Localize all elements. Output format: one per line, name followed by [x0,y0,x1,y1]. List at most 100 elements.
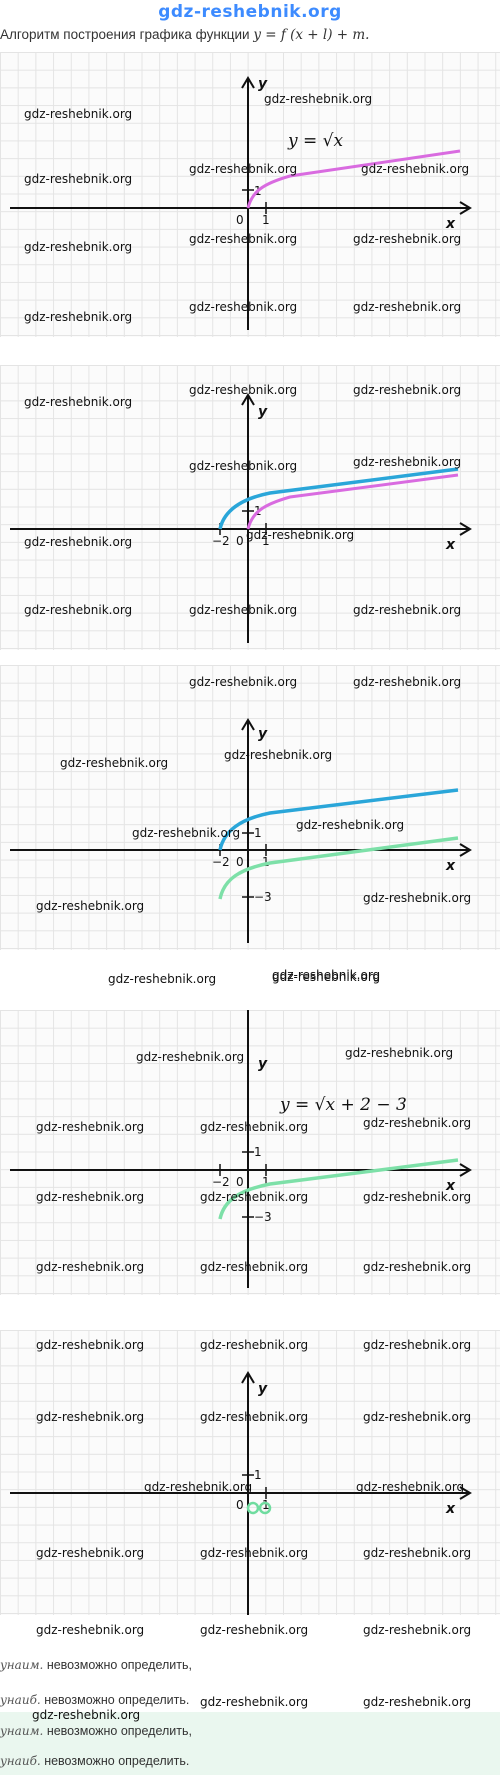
watermark: gdz-reshebnik.org [24,535,133,549]
watermark: gdz-reshebnik.org [200,1410,309,1424]
curve-sqrt [246,473,459,530]
answer-text: невозможно определить, [46,1724,192,1738]
formula-sqrt: y = √x [287,131,343,151]
watermark: gdz-reshebnik.org [189,232,298,246]
watermark: gdz-reshebnik.org [36,1190,145,1204]
watermark: gdz-reshebnik.org [36,1260,145,1274]
x-one-label: 1 [262,1175,270,1189]
watermark: gdz-reshebnik.org [264,92,373,106]
x-axis-arrow [459,522,472,536]
watermark: gdz-reshebnik.org [132,826,241,840]
x-axis-label: x [445,537,456,553]
watermark: gdz-reshebnik.org [36,1546,145,1560]
y-axis-label: y [258,404,268,420]
graph-2-svg: x y 0 1 −2 1 [10,393,472,643]
y-axis-arrow [241,1371,255,1384]
x-one-label: 1 [262,1498,270,1512]
intro-line: Алгоритм построения графика функции y = … [0,27,500,43]
x-axis-label: x [445,858,456,874]
watermark: gdz-reshebnik.org [24,107,133,121]
answer-var: yнаим. [0,1724,44,1738]
watermark: gdz-reshebnik.org [200,1623,309,1637]
watermark: gdz-reshebnik.org [272,968,381,982]
watermark: gdz-reshebnik.org [246,528,355,542]
watermark: gdz-reshebnik.org [60,756,169,770]
watermark: gdz-reshebnik.org [108,972,217,986]
watermark: gdz-reshebnik.org [363,1695,472,1709]
x-axis-arrow [459,1486,472,1500]
site-header[interactable]: gdz-reshebnik.org [0,0,500,24]
watermark: gdz-reshebnik.org [361,162,470,176]
watermark: gdz-reshebnik.org [24,603,133,617]
watermark: gdz-reshebnik.org [200,1546,309,1560]
x-minus-two-label: −2 [212,534,230,548]
watermark: gdz-reshebnik.org [353,675,462,689]
x-one-label: 1 [262,213,270,227]
origin-label: 0 [236,855,244,869]
x-axis-label: x [445,1178,456,1194]
y-axis-label: y [258,76,268,92]
x-axis-arrow [459,201,472,215]
x-minus-two-label: −2 [212,855,230,869]
watermark: gdz-reshebnik.org [272,970,381,984]
watermark: gdz-reshebnik.org [356,1480,465,1494]
graph-panel-3: x y 0 1 −2 1 −3 gdz-reshebnik.org gdz-re… [0,665,500,984]
x-axis-label: x [445,216,456,232]
watermark: gdz-reshebnik.org [189,603,298,617]
answer-var: yнаиб. [0,1754,41,1768]
watermark: gdz-reshebnik.org [136,1050,245,1064]
answer-var: yнаиб. [0,1693,41,1707]
y-axis-label: y [258,1381,268,1397]
watermark: gdz-reshebnik.org [200,1120,309,1134]
answer-line: yнаим. невозможно определить, [0,1658,192,1672]
watermark: gdz-reshebnik.org [189,459,298,473]
intro-formula: y = f (x + l) + m. [253,27,370,43]
site-header-text: gdz-reshebnik.org [158,2,342,22]
y-minus-three-label: −3 [254,1210,272,1224]
x-axis-arrow [459,1163,472,1177]
y-minus-three-label: −3 [254,890,272,904]
watermark: gdz-reshebnik.org [32,1708,141,1722]
intro-text: Алгоритм построения графика функции [0,27,250,42]
watermark: gdz-reshebnik.org [36,1120,145,1134]
watermark: gdz-reshebnik.org [363,1260,472,1274]
x-one-label: 1 [262,534,270,548]
watermark: gdz-reshebnik.org [353,232,462,246]
formula-shifted: y = √x + 2 − 3 [279,1095,407,1115]
watermark: gdz-reshebnik.org [353,383,462,397]
watermark: gdz-reshebnik.org [345,1046,454,1060]
answer-line: yнаиб. невозможно определить. [0,1754,189,1768]
y-axis-arrow [241,393,255,406]
curve-shifted-left [218,788,459,851]
watermark: gdz-reshebnik.org [24,395,133,409]
watermark: gdz-reshebnik.org [353,300,462,314]
graph-4-svg: x y 0 1 −2 1 −3 y = √x + 2 − 3 [10,1010,472,1288]
graph-panel-4: x y 0 1 −2 1 −3 y = √x + 2 − 3 gdz-reshe… [0,1010,500,1295]
watermark: gdz-reshebnik.org [363,1338,472,1352]
watermark: gdz-reshebnik.org [189,383,298,397]
watermark: gdz-reshebnik.org [353,603,462,617]
watermark: gdz-reshebnik.org [24,240,133,254]
graph-1-svg: x y 0 1 1 y = √x [10,76,472,330]
graph-3-svg: x y 0 1 −2 1 −3 [10,718,472,943]
answer-line: yнаим. невозможно определить, [0,1724,192,1738]
watermark: gdz-reshebnik.org [200,1190,309,1204]
y-axis-label: y [258,1056,268,1072]
x-one-label: 1 [262,855,270,869]
watermark: gdz-reshebnik.org [36,1338,145,1352]
x-axis-arrow [459,843,472,857]
y-axis-label: y [258,726,268,742]
origin-label: 0 [236,1498,244,1512]
watermark: gdz-reshebnik.org [224,748,333,762]
origin-label: 0 [236,534,244,548]
watermark: gdz-reshebnik.org [363,1410,472,1424]
graph-panel-2: x y 0 1 −2 1 gdz-reshebnik.org gdz-reshe… [0,365,500,650]
circle-marker-1 [246,1501,260,1515]
curve-shifted-down [218,836,459,900]
watermark: gdz-reshebnik.org [363,891,472,905]
watermark: gdz-reshebnik.org [144,1480,253,1494]
answer-highlight-box [0,1712,500,1775]
watermark: gdz-reshebnik.org [296,818,405,832]
curve-shifted-left [218,467,459,530]
watermark: gdz-reshebnik.org [36,1623,145,1637]
